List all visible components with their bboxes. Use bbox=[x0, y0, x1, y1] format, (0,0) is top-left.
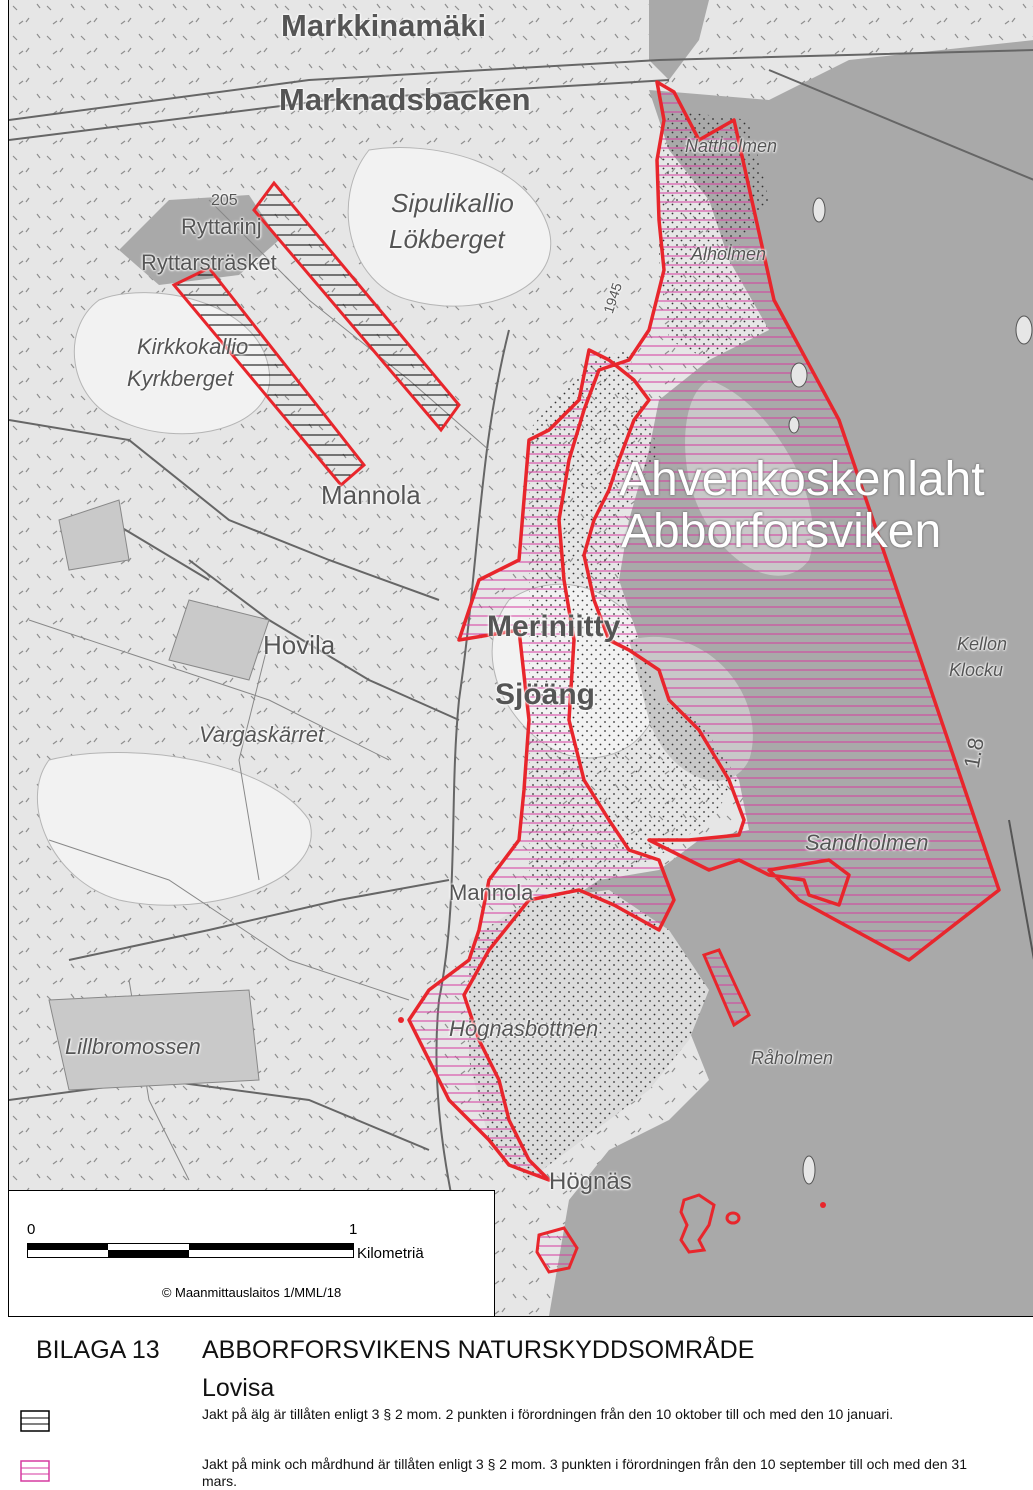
roads bbox=[9, 49, 1033, 1316]
boundary-marker bbox=[398, 1017, 404, 1023]
place-ahvenkoskenlahti: Ahvenkoskenlaht bbox=[619, 453, 985, 506]
map-title: ABBORFORSVIKENS NATURSKYDDSOMRÅDE bbox=[202, 1336, 755, 1364]
lake-ryttarstrasket bbox=[119, 195, 279, 285]
place-lillbromossen: Lillbromossen bbox=[65, 1034, 201, 1059]
shoreline-mark bbox=[1008, 819, 1033, 961]
pink-hatch-box-icon bbox=[20, 1460, 50, 1482]
scale-label-one: 1 bbox=[349, 1221, 358, 1238]
place-sjoang: Sjöäng bbox=[495, 678, 596, 711]
place-mannola-south: Mannola bbox=[449, 880, 534, 905]
place-meriniitty: Meriniitty bbox=[487, 610, 621, 643]
scale-label-zero: 0 bbox=[27, 1221, 36, 1238]
place-sipulikallio: Sipulikallio bbox=[391, 188, 514, 218]
islands bbox=[788, 197, 1033, 1185]
scale-box: 0 1 Kilometriä © Maanmittauslaitos 1/MML… bbox=[9, 1190, 495, 1316]
islet-boundary[interactable] bbox=[701, 948, 751, 1028]
place-sandholmen: Sandholmen bbox=[805, 830, 929, 855]
place-hognas: Högnäs bbox=[549, 1168, 632, 1195]
place-raholmen: Råholmen bbox=[751, 1048, 834, 1068]
place-alholmen: Alholmen bbox=[691, 244, 767, 264]
scale-unit: Kilometriä bbox=[357, 1245, 424, 1262]
nature-reserve-boundary[interactable] bbox=[407, 80, 1001, 1182]
legend-mink-text: Jakt på mink och mårdhund är tillåten en… bbox=[202, 1456, 968, 1489]
map-canvas bbox=[9, 0, 1033, 1316]
place-vargaskarret: Vargaskärret bbox=[199, 722, 325, 747]
place-hovila: Hovila bbox=[263, 630, 336, 660]
islet-marker bbox=[820, 1202, 826, 1208]
place-kellon: Kellon bbox=[957, 634, 1008, 654]
place-ryttarinjarvi: Ryttarinj bbox=[181, 214, 262, 239]
place-kyrkberget: Kyrkberget bbox=[127, 366, 234, 391]
islet-boundary[interactable] bbox=[535, 1226, 579, 1274]
fields bbox=[48, 499, 270, 1091]
place-lokberget: Lökberget bbox=[389, 224, 505, 254]
copyright: © Maanmittauslaitos 1/MML/18 bbox=[161, 1285, 342, 1300]
appendix-label: BILAGA 13 bbox=[36, 1336, 160, 1364]
islet-boundary[interactable] bbox=[725, 1211, 741, 1225]
depth-label: 1.8 bbox=[958, 735, 989, 771]
map-subtitle: Lovisa bbox=[202, 1374, 275, 1402]
place-abborforsviken: Abborforsviken bbox=[621, 505, 942, 558]
black-hatch-box-icon bbox=[20, 1410, 50, 1432]
place-ryttarstrasket: Ryttarsträsket bbox=[141, 250, 277, 275]
place-markkinamaki: Markkinamäki bbox=[281, 8, 487, 43]
map-view[interactable]: Markkinamäki Marknadsbacken Sipulikallio… bbox=[8, 0, 1033, 1317]
moose-hunting-area-1[interactable] bbox=[171, 266, 367, 488]
place-marknadsbacken: Marknadsbacken bbox=[279, 82, 531, 117]
place-kirkkokallio: Kirkkokallio bbox=[137, 334, 249, 359]
place-mannola: Mannola bbox=[321, 480, 421, 510]
contour-label-205: 205 bbox=[211, 192, 238, 209]
legend-moose-text: Jakt på älg är tillåten enligt 3 § 2 mom… bbox=[202, 1406, 894, 1422]
moose-hunting-area-2[interactable] bbox=[252, 180, 461, 433]
wetland-dots bbox=[469, 890, 709, 1180]
place-hognasbottnen: Högnasbottnen bbox=[449, 1016, 599, 1041]
place-klocku: Klocku bbox=[949, 660, 1004, 680]
scale-bar bbox=[27, 1243, 354, 1258]
islet-boundary[interactable] bbox=[679, 1193, 716, 1254]
place-nattholmen: Nattholmen bbox=[685, 136, 778, 156]
